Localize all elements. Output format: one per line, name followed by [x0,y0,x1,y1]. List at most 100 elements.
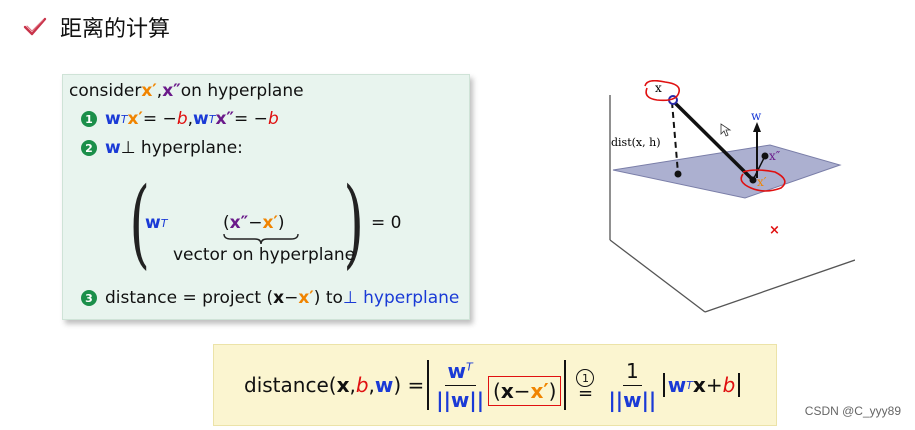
distance-func: distance( [244,373,337,397]
minus: − [284,288,299,308]
distance-formula: distance( x , b , w ) = wT ||w|| ( x − x… [244,359,740,412]
page-title: 距离的计算 [60,17,171,42]
highlighted-difference: ( x − x′ ) [488,376,562,406]
big-left-paren: ( [129,167,151,279]
equals-zero-text: = 0 [371,213,402,233]
x-vector: x [273,288,285,308]
abs-bar-right-small [738,373,740,397]
watermark: CSDN @C_yyy89 [804,404,901,418]
b-term: b [267,109,279,129]
w-vector: w [145,213,161,233]
paren-open: ( [223,213,230,233]
on-hyperplane-text: on hyperplane [180,81,304,101]
label-w: w [751,109,762,123]
w-norm: ||w|| [608,387,657,412]
consider-text: consider [69,81,142,101]
xprime-to-xdouble-line [752,155,766,181]
inverse-norm-fraction: 1 ||w|| [608,359,656,412]
x-to-xprime-line [670,98,755,182]
equals-minus: = − [142,109,177,129]
transpose-mark: T [160,216,168,230]
w-vector: w [105,109,121,129]
label-x-double-prime: x″ [769,149,781,163]
step-1-badge: 1 [81,111,97,127]
equals-sign: = [577,383,594,404]
x-vector: x [500,379,514,403]
paren-open: ( [493,379,501,403]
distance-dashed-line [671,101,679,174]
comma: , [187,109,194,129]
label-x-prime: x′ [757,175,767,189]
equals-by-step-1: 1 = [576,369,595,404]
plus: + [705,373,723,397]
x-prime: x′ [530,379,549,403]
distance-project-text: distance = project ( [105,288,274,308]
close-equals: ) = [393,373,425,397]
frame-bottom-right-edge [704,259,855,313]
red-cross-marker: × [769,223,780,238]
w-vector: w [374,373,394,397]
comma: , [156,81,163,101]
w-vector: w [193,109,209,129]
red-circle-x-prime [740,169,786,192]
difference-term: ( x″ − x′ ) [223,213,285,233]
perp-hyperplane-text: ⊥ hyperplane: [120,138,243,158]
step-2-line: 2 w ⊥ hyperplane: [81,138,243,158]
x-prime: x′ [141,81,157,101]
x-double-prime: x″ [229,213,249,233]
label-x: x [655,81,662,95]
to-text: ) to [313,288,343,308]
transpose-mark: T [120,112,128,126]
vector-on-hyperplane-text: vector on hyperplane [173,245,356,265]
comma: , [368,373,375,397]
unit-normal-fraction: wT ||w|| [436,359,484,412]
step-2-badge: 2 [81,140,97,156]
frame-bottom-edge [609,239,706,313]
x-double-prime: x″ [215,109,235,129]
w-vector: w [667,373,687,397]
x-prime: x′ [298,288,314,308]
paren-close: ) [548,379,557,403]
underbrace-label: vector on hyperplane [173,245,355,265]
projection-point [674,170,682,178]
x-vector: x [692,373,706,397]
minus: − [248,213,263,233]
paren-close: ) [277,213,285,233]
point-x-double-prime [761,152,769,160]
w-arrowhead [753,122,761,132]
w-vector: w [447,358,467,383]
underbrace [223,233,299,245]
x-prime: x′ [262,213,278,233]
fraction-numerator: wT [444,358,476,386]
label-distance: dist(x, h) [611,136,661,149]
transpose-mark: T [466,359,473,373]
fraction-numerator: 1 [622,359,642,386]
hyperplane-diagram: x dist(x, h) w x″ x′ × [609,80,855,313]
w-vector: w [105,138,121,158]
section-header: 距离的计算 [22,12,170,42]
abs-bar-right [564,360,567,410]
step-3-badge: 3 [81,290,97,306]
equals-zero: = 0 [371,213,401,233]
x-prime: x′ [127,109,143,129]
b-term: b [176,109,188,129]
check-icon [23,17,47,36]
distance-formula-box: distance( x , b , w ) = wT ||w|| ( x − x… [213,344,777,426]
step-3-line: 3 distance = project ( x − x′ ) to ⊥ hyp… [81,288,459,308]
consider-line: consider x′ , x″ on hyperplane [69,81,304,101]
minus: − [513,379,531,403]
perp-hyperplane-label: ⊥ hyperplane [342,288,460,308]
x-vector: x [336,373,350,397]
abs-bar-left-small [663,373,665,397]
transpose-mark: T [686,378,693,392]
b-term: b [355,373,369,397]
abs-bar-left [427,360,430,410]
transpose-mark: T [208,112,216,126]
equals-minus: = − [234,109,268,129]
red-circle-x [644,80,681,102]
big-right-paren: ) [343,167,365,279]
hyperplane-surface [612,144,842,199]
